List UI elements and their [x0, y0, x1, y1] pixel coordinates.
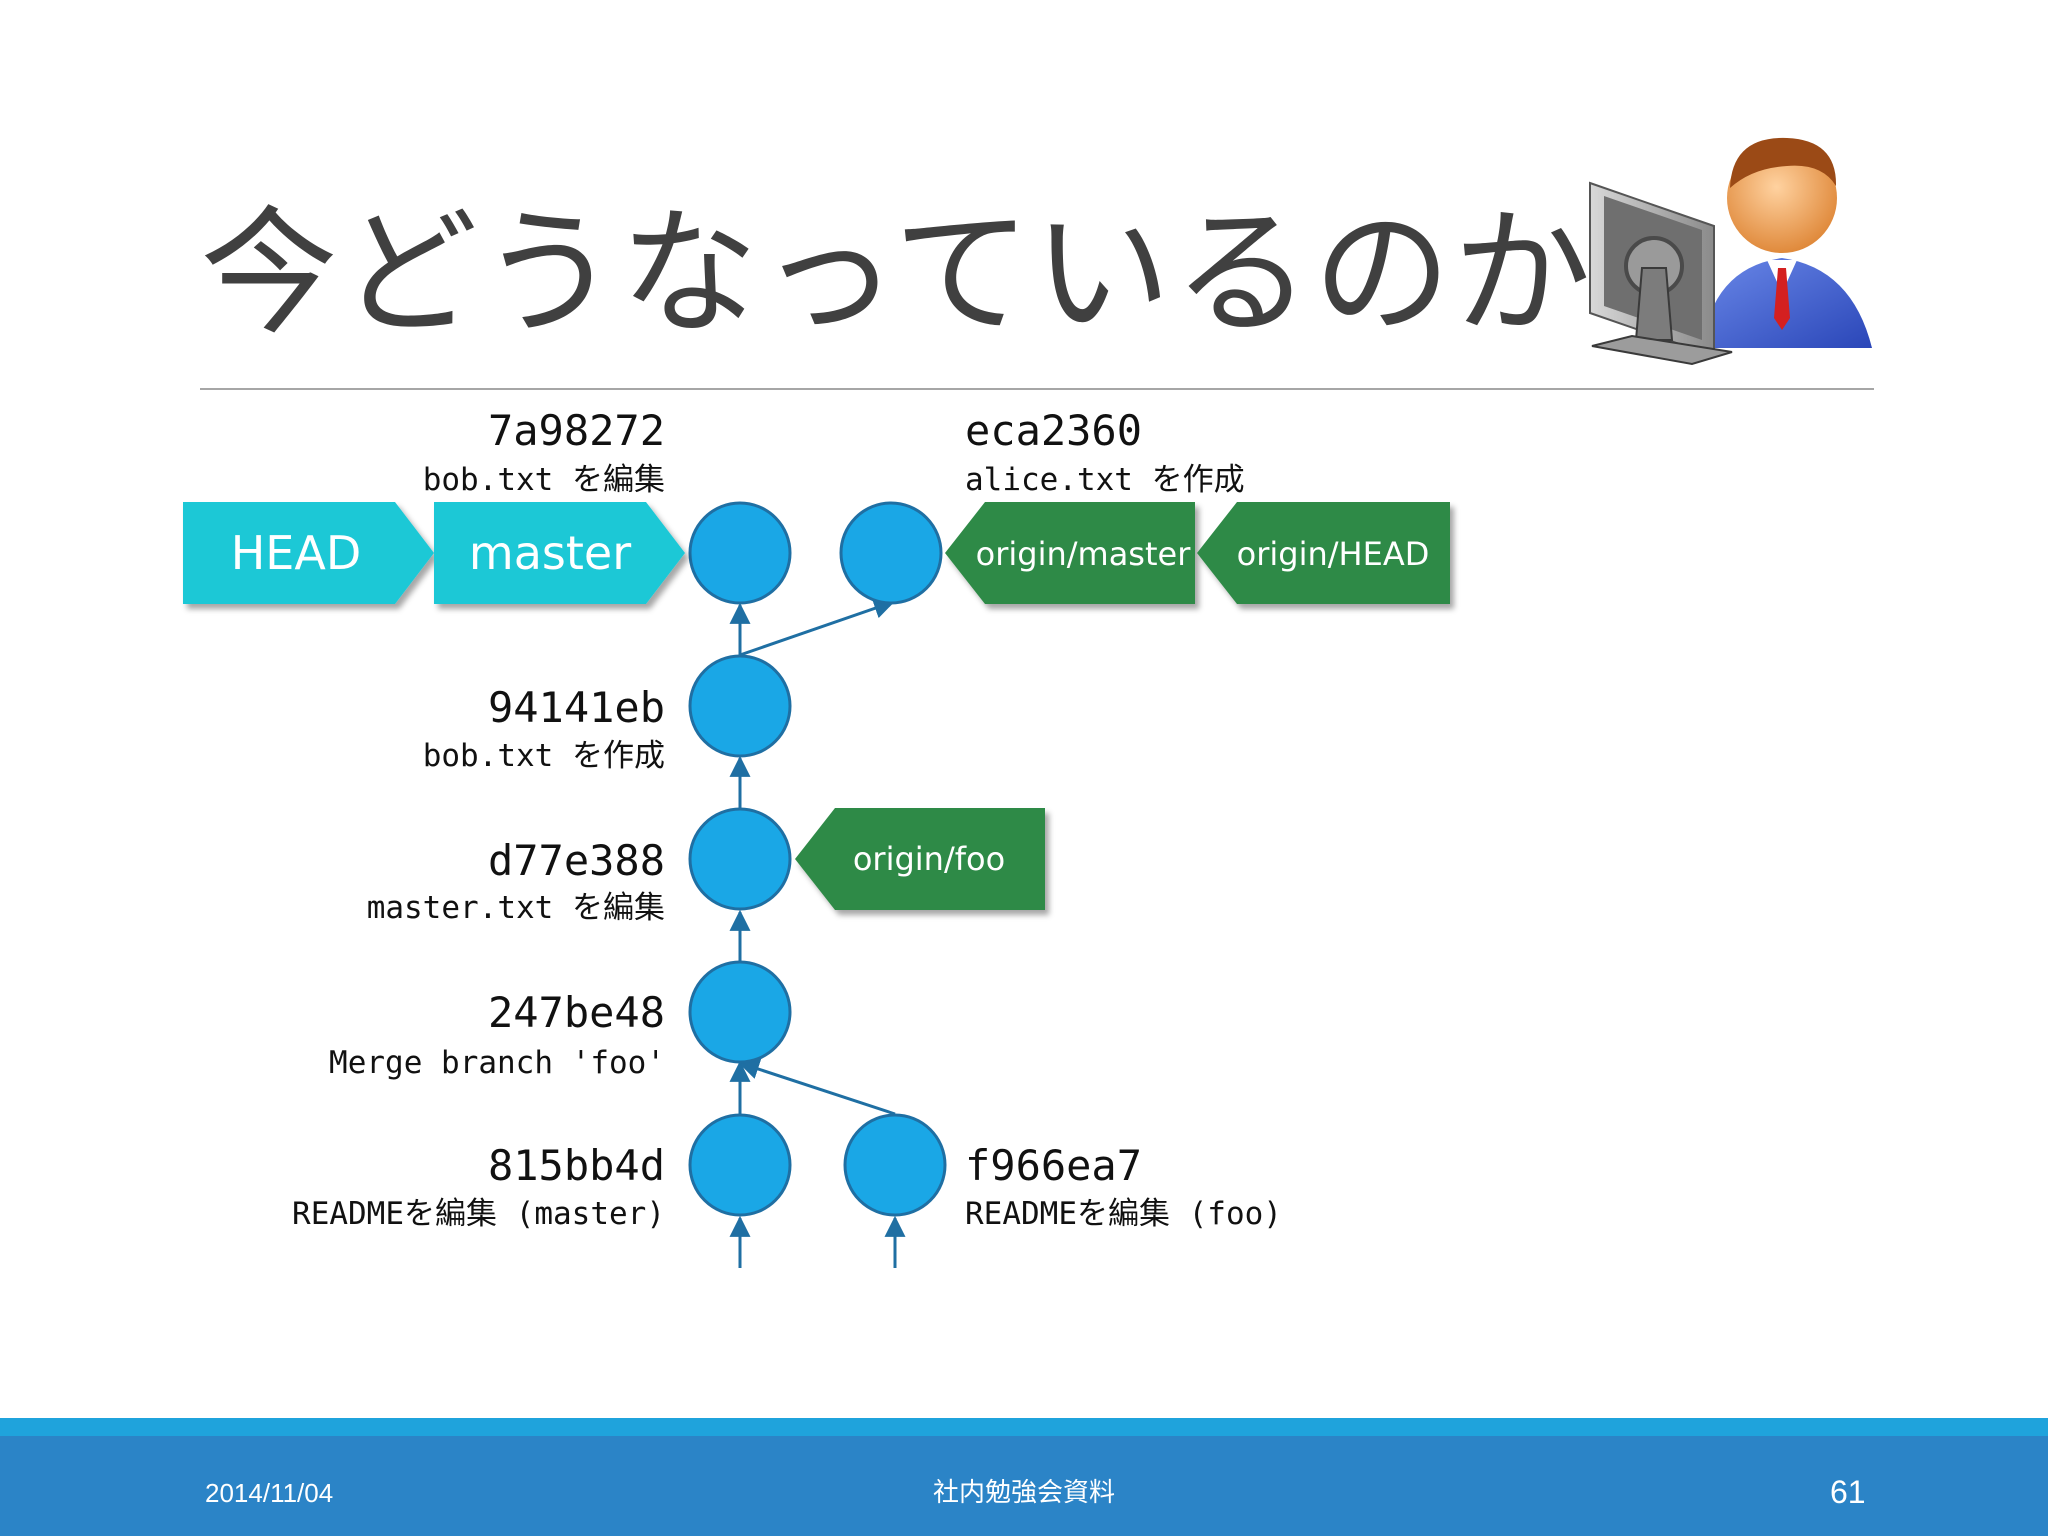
ref-master-label: master: [469, 526, 631, 580]
commit-node-247be48: [688, 960, 792, 1064]
edge-247-f96: [738, 1058, 896, 1116]
commit-node-f966ea7: [843, 1113, 947, 1217]
footer-date: 2014/11/04: [205, 1478, 334, 1508]
commit-node-eca2360: [839, 501, 943, 605]
page-number: 61: [1830, 1474, 1866, 1510]
footer-accent-band: [0, 1418, 2048, 1436]
commit-hash: d77e388: [488, 836, 665, 885]
commit-message: READMEを編集 (master): [292, 1196, 665, 1232]
commit-message: Merge branch 'foo': [329, 1045, 665, 1081]
commit-node-94141eb: [688, 654, 792, 758]
commit-node-d77e388: [688, 807, 792, 911]
ref-origin-head-label: origin/HEAD: [1237, 535, 1430, 573]
ref-origin-master: [945, 502, 1195, 604]
commit-message: bob.txt を編集: [423, 462, 665, 498]
commit-hash: 94141eb: [488, 683, 665, 732]
ref-head: [183, 502, 434, 604]
edge-eca-941: [739, 598, 895, 657]
user-at-computer-icon: [1589, 137, 1872, 366]
commit-nodes: [688, 501, 947, 1217]
commit-node-7a98272: [688, 501, 792, 605]
commit-hash: eca2360: [965, 406, 1142, 455]
ref-origin-foo: [795, 808, 1045, 910]
ref-head-label: HEAD: [231, 526, 362, 580]
commit-hash: 7a98272: [488, 406, 665, 455]
commit-message: master.txt を編集: [367, 890, 665, 926]
commit-message: READMEを編集 (foo): [965, 1196, 1282, 1232]
commit-edges: [729, 598, 906, 1268]
slide-title: 今どうなっているのか: [200, 193, 1594, 354]
commit-hash: 815bb4d: [488, 1141, 665, 1190]
ref-origin-foo-label: origin/foo: [853, 840, 1005, 878]
commit-message: bob.txt を作成: [423, 738, 665, 774]
ref-origin-master-label: origin/master: [976, 535, 1192, 573]
commit-hash: f966ea7: [965, 1141, 1142, 1190]
commit-message: alice.txt を作成: [965, 462, 1245, 498]
ref-master: [434, 502, 685, 604]
ref-origin-head: [1197, 502, 1450, 604]
commit-graph: HEAD master origin/master origin/HEAD or…: [183, 406, 1450, 1268]
footer-center-text: 社内勉強会資料: [932, 1477, 1115, 1507]
commit-hash: 247be48: [488, 988, 665, 1037]
title-divider: [200, 388, 1874, 390]
slide-footer: 2014/11/04 社内勉強会資料 61: [0, 1436, 2048, 1536]
commit-node-815bb4d: [688, 1113, 792, 1217]
